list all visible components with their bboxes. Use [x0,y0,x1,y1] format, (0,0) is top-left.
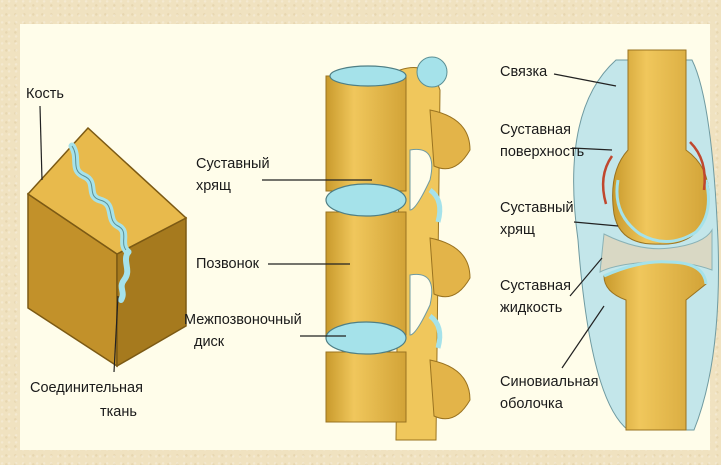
label-ligament: Связка [500,64,548,80]
label-bone: Кость [26,86,64,102]
label-connective-tissue-1: Соединительная [30,380,143,396]
label-joint-cartilage-2: хрящ [500,222,535,238]
label-spine-cartilage-1: Суставный [196,156,270,172]
label-joint-cartilage-1: Суставный [500,200,574,216]
label-fluid-2: жидкость [500,300,562,316]
label-disc-2: диск [194,334,225,350]
label-membrane-1: Синовиальная [500,374,598,390]
bone-block [28,128,186,366]
label-membrane-2: оболочка [500,396,564,412]
label-connective-tissue-2: ткань [100,404,137,420]
label-surface-2: поверхность [500,144,584,160]
bone-leader-line [40,106,42,180]
label-vertebra: Позвонок [196,256,260,272]
label-surface-1: Суставная [500,122,571,138]
label-disc-1: Межпозвоночный [184,312,302,328]
vertebral-column [326,57,470,440]
joint [574,50,719,430]
label-spine-cartilage-2: хрящ [196,178,231,194]
label-fluid-1: Суставная [500,278,571,294]
